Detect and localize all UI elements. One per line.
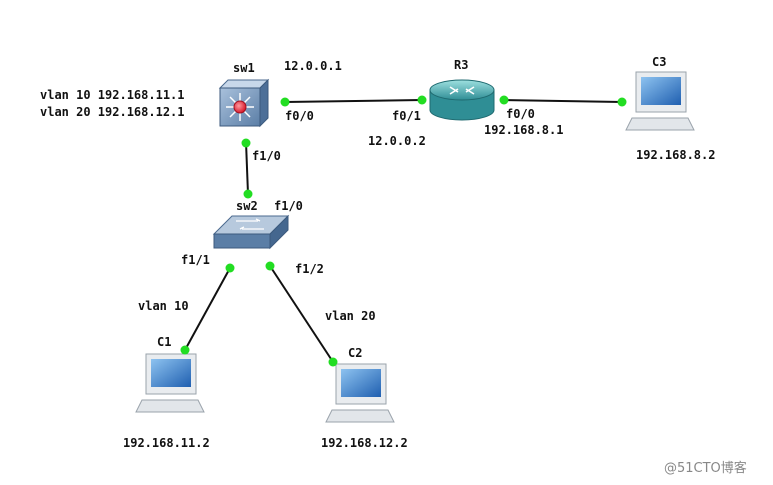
r3-ip-left-label: 12.0.0.2 [368, 134, 426, 148]
link-sw1-r3[interactable] [284, 99, 423, 103]
c3-pc-icon[interactable] [625, 71, 695, 131]
port-dot-c3[interactable] [617, 97, 627, 107]
link-sw1-sw2[interactable] [245, 141, 249, 195]
sw2-f12-label: f1/2 [295, 262, 324, 276]
links [184, 99, 623, 363]
sw1-label: sw1 [233, 61, 255, 75]
sw1-f00-label: f0/0 [285, 109, 314, 123]
r3-router-icon[interactable] [429, 79, 495, 121]
r3-f00-label: f0/0 [506, 107, 535, 121]
vlan10-label: vlan 10 [138, 299, 189, 313]
sw1-ip-label: 12.0.0.1 [284, 59, 342, 73]
port-dot-r3-f00[interactable] [499, 95, 509, 105]
sw2-f11-label: f1/1 [181, 253, 210, 267]
vlan20-gateway-label: vlan 20 192.168.12.1 [40, 105, 185, 119]
r3-ip-right-label: 192.168.8.1 [484, 123, 563, 137]
port-dot-c1[interactable] [180, 345, 190, 355]
r3-label: R3 [454, 58, 468, 72]
c3-label: C3 [652, 55, 666, 69]
vlan20-label: vlan 20 [325, 309, 376, 323]
c2-pc-icon[interactable] [325, 363, 395, 423]
link-sw2-c1[interactable] [184, 267, 231, 351]
port-dot-c2[interactable] [328, 357, 338, 367]
c1-ip-label: 192.168.11.2 [123, 436, 210, 450]
port-dot-sw1-f00[interactable] [280, 97, 290, 107]
c2-label: C2 [348, 346, 362, 360]
link-r3-c3[interactable] [503, 99, 623, 103]
port-dot-sw2-f12[interactable] [265, 261, 275, 271]
r3-f01-label: f0/1 [392, 109, 421, 123]
vlan10-gateway-label: vlan 10 192.168.11.1 [40, 88, 185, 102]
c3-ip-label: 192.168.8.2 [636, 148, 715, 162]
sw1-switch-icon[interactable] [218, 78, 270, 128]
watermark: @51CTO博客 [664, 460, 747, 476]
link-sw2-c2[interactable] [269, 265, 334, 363]
port-dot-sw1-f10[interactable] [241, 138, 251, 148]
c2-ip-label: 192.168.12.2 [321, 436, 408, 450]
sw2-label: sw2 [236, 199, 258, 213]
port-dot-sw2-f11[interactable] [225, 263, 235, 273]
sw1-f10-label: f1/0 [252, 149, 281, 163]
sw2-f10-label: f1/0 [274, 199, 303, 213]
port-dot-r3-f01[interactable] [417, 95, 427, 105]
port-dots [180, 95, 627, 367]
sw2-switch-icon[interactable] [212, 214, 290, 250]
c1-pc-icon[interactable] [135, 353, 205, 413]
c1-label: C1 [157, 335, 171, 349]
port-dot-sw2-f10[interactable] [243, 189, 253, 199]
